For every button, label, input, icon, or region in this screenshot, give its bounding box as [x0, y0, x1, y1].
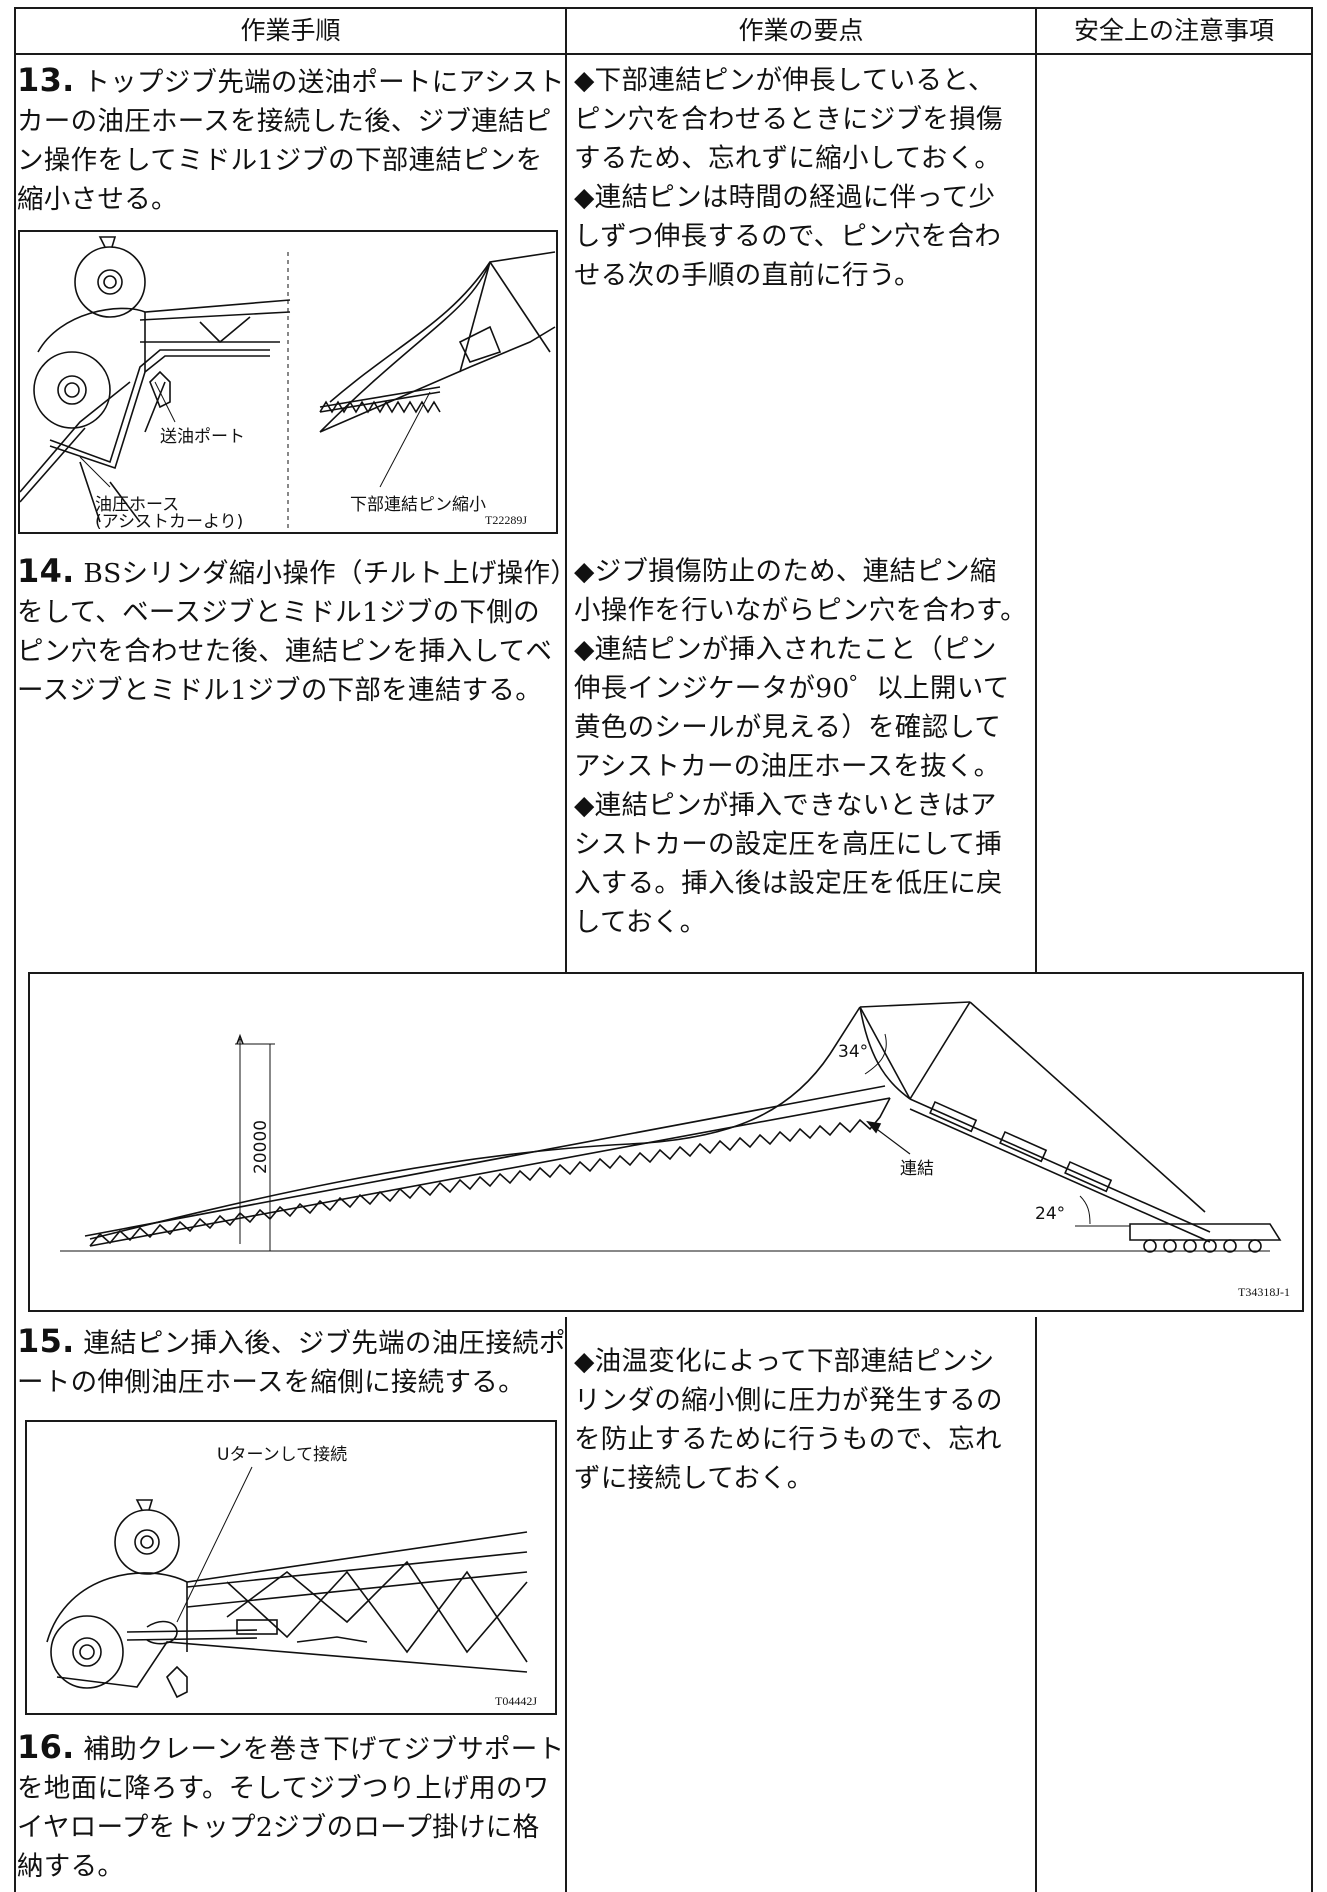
point-line: しずつ伸長するので、ピン穴を合わ [574, 221, 1002, 252]
label-oil-port: 送油ポート [160, 427, 245, 447]
point-line: せる次の手順の直前に行う。 [574, 260, 921, 291]
point-line: するため、忘れずに縮小しておく。 [574, 143, 1002, 174]
label-lower-pin-retract: 下部連結ピン縮小 [350, 495, 486, 515]
step-14-text: 14. BSシリンダ縮小操作（チルト上げ操作） をして、ベースジブとミドル1ジブ… [17, 552, 577, 710]
table-left-border [14, 7, 16, 1892]
point-line: ◆連結ピンが挿入できないときはア [574, 790, 997, 821]
step-13-text: 13. トップジブ先端の送油ポートにアシスト カーの油圧ホースを接続した後、ジブ… [17, 61, 565, 219]
point-line: ずに接続しておく。 [574, 1463, 814, 1494]
point-line: ◆連結ピンは時間の経過に伴って少 [574, 182, 996, 213]
figure-code: T34318J-1 [1238, 1285, 1290, 1299]
step-15-text: 15. 連結ピン挿入後、ジブ先端の油圧接続ポ ートの伸側油圧ホースを縮側に接続す… [17, 1322, 566, 1402]
header-procedure: 作業手順 [240, 16, 341, 45]
header-bottom-border [14, 53, 1313, 55]
boom-connection-drawing: 20000 34° 24° 連結 T34318J-1 [60, 1001, 1290, 1299]
step-14-number: 14. [17, 552, 75, 590]
figure-u-turn-connection: Uターンして接続 T04442J [25, 1420, 557, 1715]
step-13-line: トップジブ先端の送油ポートにアシスト [83, 67, 565, 98]
label-hydraulic-hose: 油圧ホース [95, 495, 179, 515]
step-14-line: をして、ベースジブとミドル1ジブの下側の [17, 597, 540, 628]
figure-boom-connection: 20000 34° 24° 連結 T34318J-1 [28, 972, 1304, 1312]
point-line: シストカーの設定圧を高圧にして挿 [574, 829, 1003, 860]
label-height-20000: 20000 [251, 1120, 271, 1174]
label-link: 連結 [900, 1159, 934, 1179]
point-line: ◆ジブ損傷防止のため、連結ピン縮 [574, 556, 997, 587]
point-line: 伸長インジケータが90゜以上開いて [574, 673, 1010, 704]
hose-connection-drawing: 送油ポート 油圧ホース (アシストカーより) 下部連結ピン縮小 T22289J [20, 236, 556, 532]
label-angle-24: 24° [1035, 1204, 1065, 1224]
u-turn-connection-drawing: Uターンして接続 T04442J [46, 1445, 537, 1708]
col-divider-2-lower [1035, 1317, 1037, 1892]
point-line: 小操作を行いながらピン穴を合わす。 [574, 595, 1027, 626]
step-15-points: ◆油温変化によって下部連結ピンシ リンダの縮小側に圧力が発生するの を防止するた… [574, 1342, 1003, 1498]
step-14-line: ピン穴を合わせた後、連結ピンを挿入してベ [17, 636, 553, 667]
step-15-line: ートの伸側油圧ホースを縮側に接続する。 [17, 1367, 525, 1398]
label-u-turn-connect: Uターンして接続 [217, 1445, 347, 1465]
figure-hose-connection: 送油ポート 油圧ホース (アシストカーより) 下部連結ピン縮小 T22289J [18, 230, 558, 534]
figure-code: T04442J [495, 1694, 537, 1708]
point-line: ◆油温変化によって下部連結ピンシ [574, 1346, 995, 1377]
point-line: 入する。挿入後は設定圧を低圧に戻 [574, 868, 1003, 899]
step-16-line: を地面に降ろす。そしてジブつり上げ用のワ [17, 1773, 550, 1804]
point-line: リンダの縮小側に圧力が発生するの [574, 1385, 1003, 1416]
label-angle-34: 34° [838, 1042, 868, 1062]
step-15-number: 15. [17, 1322, 75, 1360]
step-16-text: 16. 補助クレーンを巻き下げてジブサポート を地面に降ろす。そしてジブつり上げ… [17, 1728, 564, 1886]
point-line: ピン穴を合わせるときにジブを損傷 [574, 104, 1003, 135]
table-top-border [14, 7, 1313, 9]
point-line: アシストカーの油圧ホースを抜く。 [574, 751, 1001, 782]
step-13-line: ン操作をしてミドル1ジブの下部連結ピンを [17, 145, 543, 176]
header-safety-notes: 安全上の注意事項 [1073, 16, 1274, 45]
table-right-border [1311, 7, 1313, 1892]
header-key-points: 作業の要点 [738, 16, 864, 45]
point-line: しておく。 [574, 907, 707, 938]
col-divider-1-lower [565, 1317, 567, 1892]
step-14-line: BSシリンダ縮小操作（チルト上げ操作） [83, 558, 578, 589]
step-14-points: ◆ジブ損傷防止のため、連結ピン縮 小操作を行いながらピン穴を合わす。 ◆連結ピン… [574, 552, 1027, 942]
figure-code: T22289J [485, 513, 527, 527]
step-16-line: 納する。 [17, 1851, 125, 1882]
col-divider-1-upper [565, 7, 567, 972]
label-from-assist-car: (アシストカーより) [95, 512, 243, 532]
step-16-line: 補助クレーンを巻き下げてジブサポート [83, 1734, 565, 1765]
point-line: 黄色のシールが見える）を確認して [574, 712, 1002, 743]
point-line: を防止するために行うもので、忘れ [574, 1424, 1002, 1455]
step-13-line: カーの油圧ホースを接続した後、ジブ連結ピ [17, 106, 552, 137]
step-16-line: イヤロープをトップ2ジブのロープ掛けに格 [17, 1812, 540, 1843]
step-13-line: 縮小させる。 [17, 184, 178, 215]
step-13-points: ◆下部連結ピンが伸長していると、 ピン穴を合わせるときにジブを損傷 するため、忘… [574, 61, 1003, 295]
step-16-number: 16. [17, 1728, 75, 1766]
step-15-line: 連結ピン挿入後、ジブ先端の油圧接続ポ [83, 1328, 566, 1359]
point-line: ◆下部連結ピンが伸長していると、 [574, 65, 995, 96]
col-divider-2-upper [1035, 7, 1037, 972]
step-14-line: ースジブとミドル1ジブの下部を連結する。 [17, 675, 543, 706]
step-13-number: 13. [17, 61, 75, 99]
point-line: ◆連結ピンが挿入されたこと（ピン [574, 634, 997, 665]
